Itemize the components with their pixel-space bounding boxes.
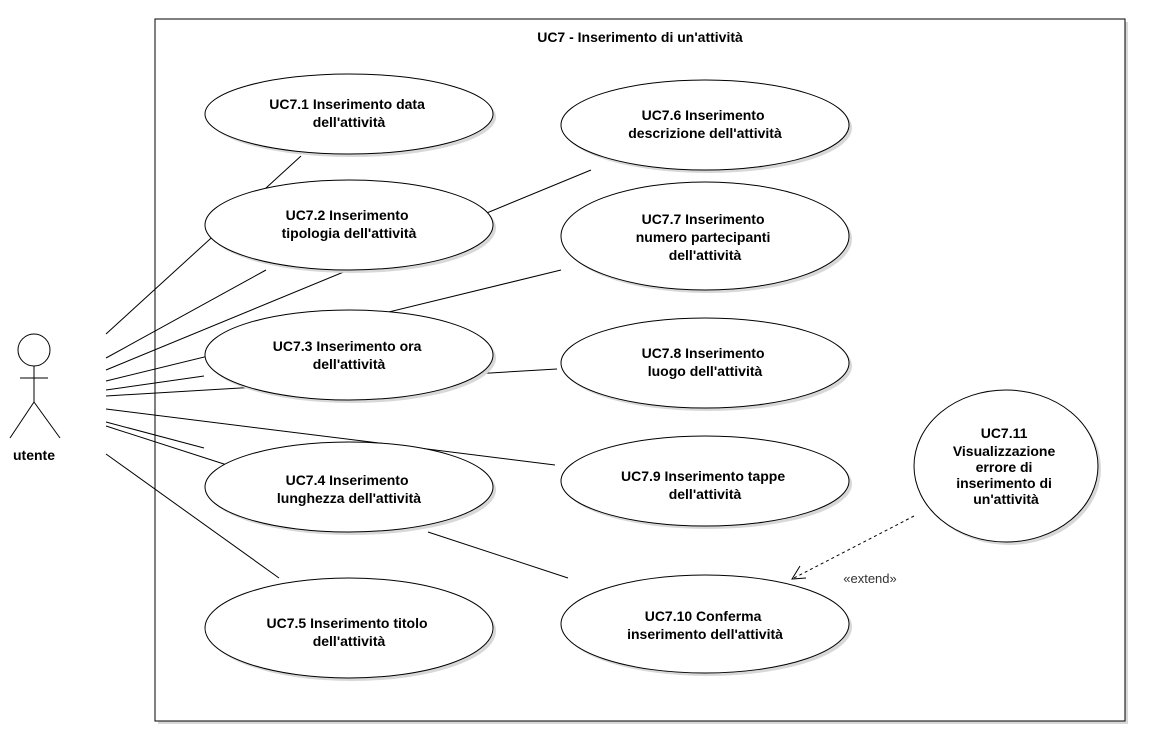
use-case-uc7-10[interactable]: UC7.10 Conferma inserimento dell'attivit… bbox=[560, 574, 852, 676]
use-case-uc7-8[interactable]: UC7.8 Inserimento luogo dell'attività bbox=[560, 317, 852, 411]
assoc-uc7-9 bbox=[105, 408, 556, 466]
extend-relation bbox=[791, 515, 915, 580]
use-case-uc7-2[interactable]: UC7.2 Inserimento tipologia dell'attivit… bbox=[204, 179, 496, 273]
extend-label: «extend» bbox=[843, 571, 897, 586]
uc7-10-label: UC7.10 Conferma inserimento dell'attivit… bbox=[627, 608, 783, 642]
use-case-uc7-9[interactable]: UC7.9 Inserimento tappe dell'attività bbox=[560, 435, 852, 529]
extend-line bbox=[793, 515, 915, 579]
use-case-uc7-5[interactable]: UC7.5 Inserimento titolo dell'attività bbox=[204, 577, 496, 681]
uc7-7-label: UC7.7 Inserimento numero partecipanti de… bbox=[636, 211, 774, 263]
uc7-5-label: UC7.5 Inserimento titolo dell'attività bbox=[267, 615, 432, 649]
uc7-6-label: UC7.6 Inserimento descrizione dell'attiv… bbox=[628, 107, 782, 141]
assoc-to-uc7-4-upper bbox=[105, 421, 205, 449]
actor-left-leg bbox=[9, 401, 35, 439]
uc7-1-label: UC7.1 Inserimento data dell'attività bbox=[269, 96, 429, 130]
use-case-uc7-4[interactable]: UC7.4 Inserimento lunghezza dell'attivit… bbox=[204, 441, 496, 535]
use-case-uc7-11[interactable]: UC7.11 Visualizzazione errore di inserim… bbox=[913, 389, 1101, 545]
actor-head bbox=[17, 333, 51, 367]
assoc-uc7-3 bbox=[105, 375, 205, 391]
use-case-uc7-1[interactable]: UC7.1 Inserimento data dell'attività bbox=[204, 73, 496, 157]
uc7-11-label: UC7.11 Visualizzazione errore di inserim… bbox=[953, 425, 1059, 507]
assoc-uc7-4 bbox=[105, 425, 228, 466]
actor-utente[interactable] bbox=[9, 333, 61, 439]
assoc-uc7-1 bbox=[105, 155, 302, 335]
use-case-uc7-7[interactable]: UC7.7 Inserimento numero partecipanti de… bbox=[560, 181, 852, 293]
uc7-3-label: UC7.3 Inserimento ora dell'attività bbox=[273, 338, 426, 372]
use-case-uc7-6[interactable]: UC7.6 Inserimento descrizione dell'attiv… bbox=[560, 79, 852, 173]
use-case-uc7-3[interactable]: UC7.3 Inserimento ora dell'attività bbox=[204, 309, 496, 403]
uc7-4-label: UC7.4 Inserimento lunghezza dell'attivit… bbox=[277, 472, 421, 506]
uc7-2-label: UC7.2 Inserimento tipologia dell'attivit… bbox=[282, 207, 417, 241]
assoc-uc7-4-uc7-10 bbox=[427, 531, 569, 579]
assoc-uc7-5 bbox=[105, 453, 280, 579]
uc7-9-label: UC7.9 Inserimento tappe dell'attività bbox=[621, 468, 789, 502]
extend-arrowhead bbox=[791, 565, 807, 580]
actor-name: utente bbox=[13, 447, 55, 463]
assoc-uc7-2 bbox=[105, 269, 267, 359]
system-title: UC7 - Inserimento di un'attività bbox=[537, 29, 743, 45]
actor-right-leg bbox=[33, 401, 61, 439]
uc7-8-label: UC7.8 Inserimento luogo dell'attività bbox=[642, 345, 769, 379]
